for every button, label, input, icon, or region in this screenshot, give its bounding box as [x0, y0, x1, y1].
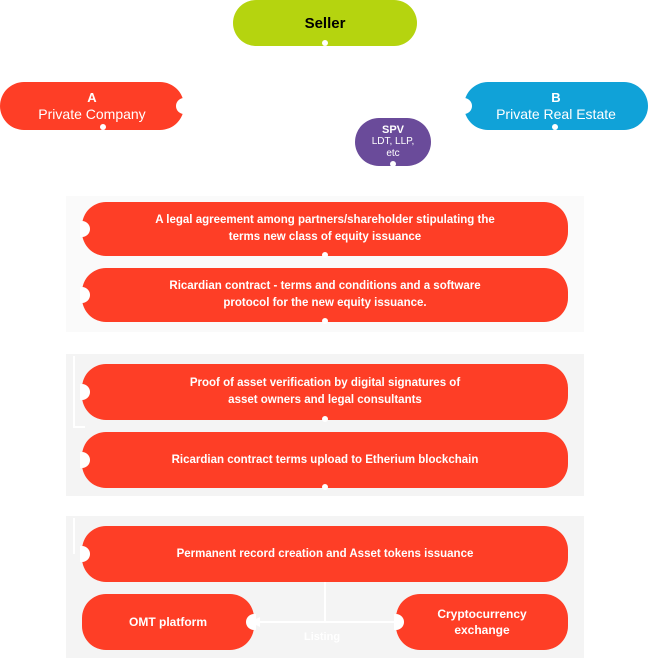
- crypto-exchange-line2: exchange: [454, 623, 510, 637]
- entity-a-letter: A: [87, 89, 97, 105]
- blockchain-upload-line1: Ricardian contract terms upload to Ether…: [171, 453, 479, 466]
- spv-dot: [390, 161, 396, 167]
- step2-dot: [322, 318, 328, 324]
- ricardian-contract-line1: Ricardian contract - terms and condition…: [169, 280, 481, 292]
- spv-title: SPV: [381, 124, 404, 136]
- entity-a-dot: [100, 124, 106, 130]
- ricardian-contract-line2: protocol for the new equity issuance.: [223, 297, 427, 309]
- connector-left-3: [73, 518, 75, 554]
- entity-a-label: Private Company: [38, 105, 146, 122]
- omt-platform-node: OMT platform: [82, 594, 254, 650]
- seller-dot: [322, 40, 328, 46]
- connector-listing: [252, 621, 400, 623]
- spv-etc: etc: [386, 148, 400, 159]
- spv-node: SPV LDT, LLP, etc: [355, 118, 431, 166]
- crypto-exchange-line1: Cryptocurrency: [437, 607, 527, 621]
- asset-verification-line2: asset owners and legal consultants: [228, 394, 422, 406]
- ricardian-contract-step: Ricardian contract - terms and condition…: [82, 268, 568, 322]
- legal-agreement-step: A legal agreement among partners/shareho…: [82, 202, 568, 256]
- seller-node: Seller: [233, 0, 417, 46]
- omt-platform-label: OMT platform: [129, 615, 207, 629]
- asset-verification-step: Proof of asset verification by digital s…: [82, 364, 568, 420]
- connector-left-1: [73, 356, 75, 426]
- connector-center: [324, 582, 326, 622]
- step3-dot: [322, 416, 328, 422]
- entity-b-label: Private Real Estate: [496, 105, 616, 122]
- listing-label: Listing: [304, 631, 341, 643]
- step4-dot: [322, 484, 328, 490]
- seller-label: Seller: [304, 14, 346, 32]
- connector-left-2: [73, 426, 85, 428]
- step1-dot: [322, 252, 328, 258]
- spv-subtitle: LDT, LLP,: [371, 136, 415, 147]
- entity-b-dot: [552, 124, 558, 130]
- private-company-node: A Private Company: [0, 82, 184, 130]
- listing-arrow-icon: [250, 617, 260, 627]
- crypto-exchange-node: Cryptocurrency exchange: [396, 594, 568, 650]
- blockchain-upload-step: Ricardian contract terms upload to Ether…: [82, 432, 568, 488]
- legal-agreement-line2: terms new class of equity issuance: [228, 231, 422, 243]
- entity-b-letter: B: [551, 89, 561, 105]
- token-issuance-line1: Permanent record creation and Asset toke…: [176, 547, 474, 560]
- private-real-estate-node: B Private Real Estate: [464, 82, 648, 130]
- token-issuance-step: Permanent record creation and Asset toke…: [82, 526, 568, 582]
- asset-verification-line1: Proof of asset verification by digital s…: [189, 377, 461, 389]
- legal-agreement-line1: A legal agreement among partners/shareho…: [155, 214, 495, 226]
